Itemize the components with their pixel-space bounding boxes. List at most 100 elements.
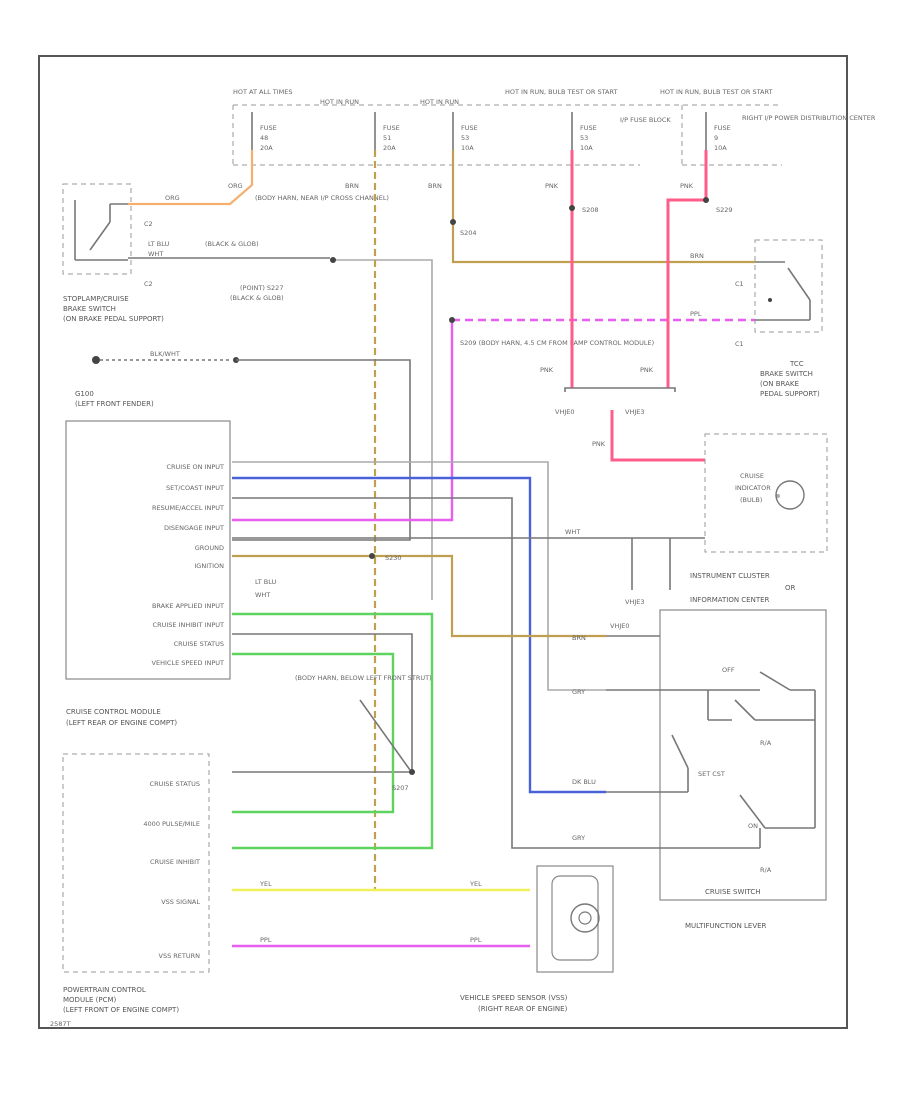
harness-note: (BODY HARN, BELOW LEFT FRONT STRUT) <box>295 674 432 682</box>
tcc-label-2: BRAKE SWITCH <box>760 370 813 378</box>
pnk-wire-cluster <box>610 410 705 462</box>
brn-wire-s204 <box>451 150 755 264</box>
stoplamp-switch-box <box>62 183 132 275</box>
cluster-label-2: OR <box>785 584 796 592</box>
tcc-label-1: TCC <box>789 360 804 368</box>
diagram-code: 2587T <box>50 1020 71 1028</box>
s230-label: S230 <box>385 554 402 562</box>
dk-blu-label: DK BLU <box>572 778 596 786</box>
brn-label-3: BRN <box>690 252 704 260</box>
org-label-2: ORG <box>228 182 243 190</box>
off-label: OFF <box>722 666 735 674</box>
yel-label-1: YEL <box>259 880 272 888</box>
wht-wire-status <box>232 633 413 773</box>
fuse-51: FUSE 51 20A <box>374 112 400 152</box>
svg-text:53: 53 <box>580 134 588 142</box>
ccm-inputs: CRUISE ON INPUT SET/COAST INPUT RESUME/A… <box>152 463 225 667</box>
pcm-label-2: MODULE (PCM) <box>63 996 116 1004</box>
cluster-indicator-1: CRUISE <box>740 472 764 480</box>
pnk-wire-b <box>666 150 708 388</box>
grn-wire-speed <box>232 652 395 814</box>
tcc-c1b: C1 <box>735 340 744 348</box>
hot-in-run-label-b: HOT IN RUN <box>420 98 459 106</box>
top-power-bus: HOT AT ALL TIMES HOT IN RUN HOT IN RUN H… <box>232 88 876 166</box>
cluster-label-3: INFORMATION CENTER <box>690 596 770 604</box>
right-ip-power-label: RIGHT I/P POWER DISTRIBUTION CENTER <box>742 114 876 122</box>
hot-at-all-times-label: HOT AT ALL TIMES <box>233 88 293 96</box>
svg-text:20A: 20A <box>260 144 273 152</box>
connector-vhje3-a: VHJE3 <box>625 408 645 416</box>
svg-text:VEHICLE SPEED INPUT: VEHICLE SPEED INPUT <box>152 659 224 667</box>
pnk-label-5: PNK <box>592 440 606 448</box>
ppl-label-3: PPL <box>470 936 482 944</box>
svg-text:CRUISE STATUS: CRUISE STATUS <box>174 640 224 648</box>
pcm-rows: CRUISE STATUS 4000 PULSE/MILE CRUISE INH… <box>143 780 200 960</box>
body-harn-label: (BODY HARN, NEAR I/P CROSS CHANNEL) <box>255 194 389 202</box>
splice-s209 <box>449 317 455 323</box>
svg-text:IGNITION: IGNITION <box>194 562 224 570</box>
fuse-53b: FUSE 53 10A <box>571 112 597 152</box>
ccm-label-2: (LEFT REAR OF ENGINE COMPT) <box>66 719 177 727</box>
vss-coil-icon <box>570 903 600 933</box>
vss-label-1: VEHICLE SPEED SENSOR (VSS) <box>460 994 568 1002</box>
pcm-label-1: POWERTRAIN CONTROL <box>63 986 146 994</box>
ground-location: (LEFT FRONT FENDER) <box>75 400 154 408</box>
s209-note: S209 (BODY HARN, 4.5 CM FROM LAMP CONTRO… <box>460 339 654 347</box>
stoplamp-c2b: C2 <box>144 280 153 288</box>
svg-text:4000 PULSE/MILE: 4000 PULSE/MILE <box>143 820 200 828</box>
svg-text:51: 51 <box>383 134 391 142</box>
svg-text:53: 53 <box>461 134 469 142</box>
ppl-label-2: PPL <box>260 936 272 944</box>
on-label: ON <box>748 822 758 830</box>
bulb-symbol: ⊗ <box>775 492 780 500</box>
pnk-label-3: PNK <box>540 366 554 374</box>
tcc-label-4: PEDAL SUPPORT) <box>760 390 820 398</box>
ppl-label-1: PPL <box>690 310 702 318</box>
brn-label-4: BRN <box>572 634 586 642</box>
hot-run-bulb-label-2: HOT IN RUN, BULB TEST OR START <box>660 88 773 96</box>
fuse-53a: FUSE 53 10A <box>452 112 478 152</box>
svg-text:48: 48 <box>260 134 268 142</box>
stoplamp-label-1: STOPLAMP/CRUISE <box>63 295 129 303</box>
svg-text:9: 9 <box>714 134 718 142</box>
pcm-label-3: (LEFT FRONT OF ENGINE COMPT) <box>63 1006 179 1014</box>
connector-vhje0-a: VHJE0 <box>555 408 575 416</box>
yel-label-2: YEL <box>469 880 482 888</box>
svg-text:FUSE: FUSE <box>714 124 731 132</box>
svg-text:10A: 10A <box>714 144 727 152</box>
wht-label: WHT <box>148 250 163 258</box>
splice-s208 <box>569 205 575 211</box>
fuse-48: FUSE 48 20A <box>251 112 277 152</box>
svg-text:20A: 20A <box>383 144 396 152</box>
hot-in-run-label-a: HOT IN RUN <box>320 98 359 106</box>
s229-label: S229 <box>716 206 733 214</box>
svg-text:VSS RETURN: VSS RETURN <box>159 952 201 960</box>
ip-fuse-block-label: I/P FUSE BLOCK <box>620 116 671 124</box>
splice-s229 <box>703 197 709 203</box>
vss-sensor-box <box>536 865 614 973</box>
tcc-switch-box <box>754 239 823 333</box>
connector-vhje0-b: VHJE0 <box>610 622 630 630</box>
splice-s230 <box>369 553 375 559</box>
svg-text:FUSE: FUSE <box>383 124 400 132</box>
fuse-9: FUSE 9 10A <box>705 112 731 152</box>
org-label-1: ORG <box>165 194 180 202</box>
tcc-switch-contacts <box>755 261 811 321</box>
org-wire <box>128 150 254 206</box>
tcc-label-3: (ON BRAKE <box>760 380 799 388</box>
stoplamp-label-2: BRAKE SWITCH <box>63 305 116 313</box>
svg-text:VSS SIGNAL: VSS SIGNAL <box>161 898 200 906</box>
vss-sensor-body <box>551 875 599 961</box>
s204-label: S204 <box>460 229 477 237</box>
splice-s204 <box>450 219 456 225</box>
tcc-c1a: C1 <box>735 280 744 288</box>
cruise-control-module <box>65 420 231 680</box>
cruise-switch-label: CRUISE SWITCH <box>705 888 760 896</box>
pcm-box <box>62 753 210 973</box>
gry-wire-on <box>232 461 606 691</box>
brn-wire-ignition <box>232 554 606 638</box>
svg-text:GROUND: GROUND <box>195 544 224 552</box>
cruise-indicator-bulb <box>775 480 805 510</box>
svg-text:CRUISE INHIBIT: CRUISE INHIBIT <box>150 858 200 866</box>
